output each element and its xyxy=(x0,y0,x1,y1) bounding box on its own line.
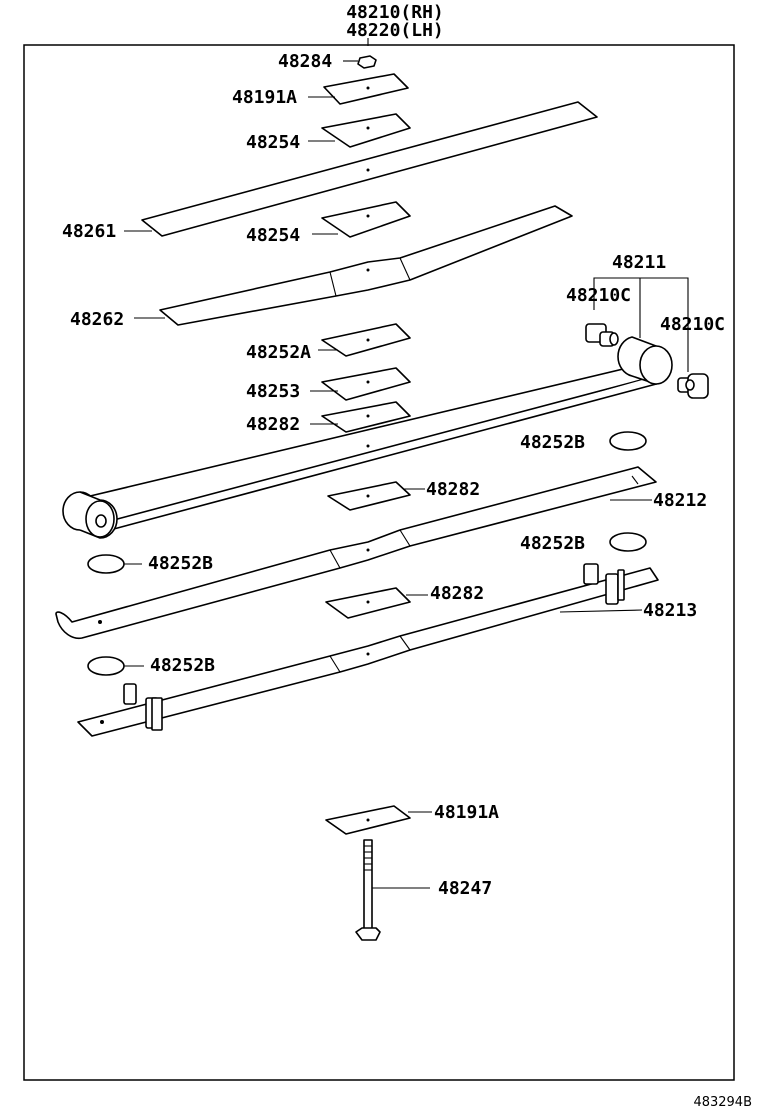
label-48247: 48247 xyxy=(438,878,492,899)
label-48191a-bottom: 48191A xyxy=(434,802,499,823)
label-48254-lower: 48254 xyxy=(246,225,300,246)
bushing-48210c-left xyxy=(585,323,619,347)
label-48284: 48284 xyxy=(278,51,332,72)
diagram-reference-code: 483294B xyxy=(693,1095,752,1110)
insert-48252b-3 xyxy=(609,532,647,552)
main-leaf-48211 xyxy=(62,336,673,539)
pad-48191a-top xyxy=(308,73,409,105)
spacer-48282-upper xyxy=(310,401,411,433)
label-48212: 48212 xyxy=(653,490,707,511)
bushing-48210c-right xyxy=(677,373,709,399)
label-48254-upper: 48254 xyxy=(246,132,300,153)
label-48210c-left: 48210C xyxy=(566,285,631,306)
label-48213: 48213 xyxy=(643,600,697,621)
label-48262: 48262 xyxy=(70,309,124,330)
leaf-48212 xyxy=(55,466,657,640)
spacer-48282-lower xyxy=(325,587,428,619)
spacer-48282-middle xyxy=(327,481,425,511)
insert-48252b-1 xyxy=(609,431,647,451)
diagram-frame xyxy=(23,44,735,1081)
spacer-48253 xyxy=(310,367,411,401)
insert-48252b-2 xyxy=(87,554,125,574)
label-48252b-3: 48252B xyxy=(520,533,585,554)
spacer-48254-upper xyxy=(308,113,411,148)
assembly-label-lh: 48220(LH) xyxy=(346,20,444,41)
label-48252a: 48252A xyxy=(246,342,311,363)
label-48253: 48253 xyxy=(246,381,300,402)
label-48252b-1: 48252B xyxy=(520,432,585,453)
leaf-48213 xyxy=(77,563,659,737)
leaf-48261 xyxy=(124,101,598,237)
label-48210c-right: 48210C xyxy=(660,314,725,335)
pad-48191a-bottom xyxy=(325,805,432,835)
label-48282-middle: 48282 xyxy=(426,479,480,500)
label-48252b-2: 48252B xyxy=(148,553,213,574)
insert-48252b-4 xyxy=(87,656,125,676)
leaf-48262 xyxy=(134,205,573,326)
label-48261: 48261 xyxy=(62,221,116,242)
nut-48284 xyxy=(343,55,377,69)
leader-48211-brackets xyxy=(593,277,689,372)
assembly-label-rh: 48210(RH) xyxy=(346,2,444,23)
center-bolt-48247 xyxy=(355,839,430,941)
insert-48252a xyxy=(318,323,411,357)
label-48282-lower: 48282 xyxy=(430,583,484,604)
label-48211: 48211 xyxy=(612,252,666,273)
label-48191a-top: 48191A xyxy=(232,87,297,108)
label-48282-upper: 48282 xyxy=(246,414,300,435)
spacer-48254-lower xyxy=(312,201,411,238)
label-48252b-4: 48252B xyxy=(150,655,215,676)
